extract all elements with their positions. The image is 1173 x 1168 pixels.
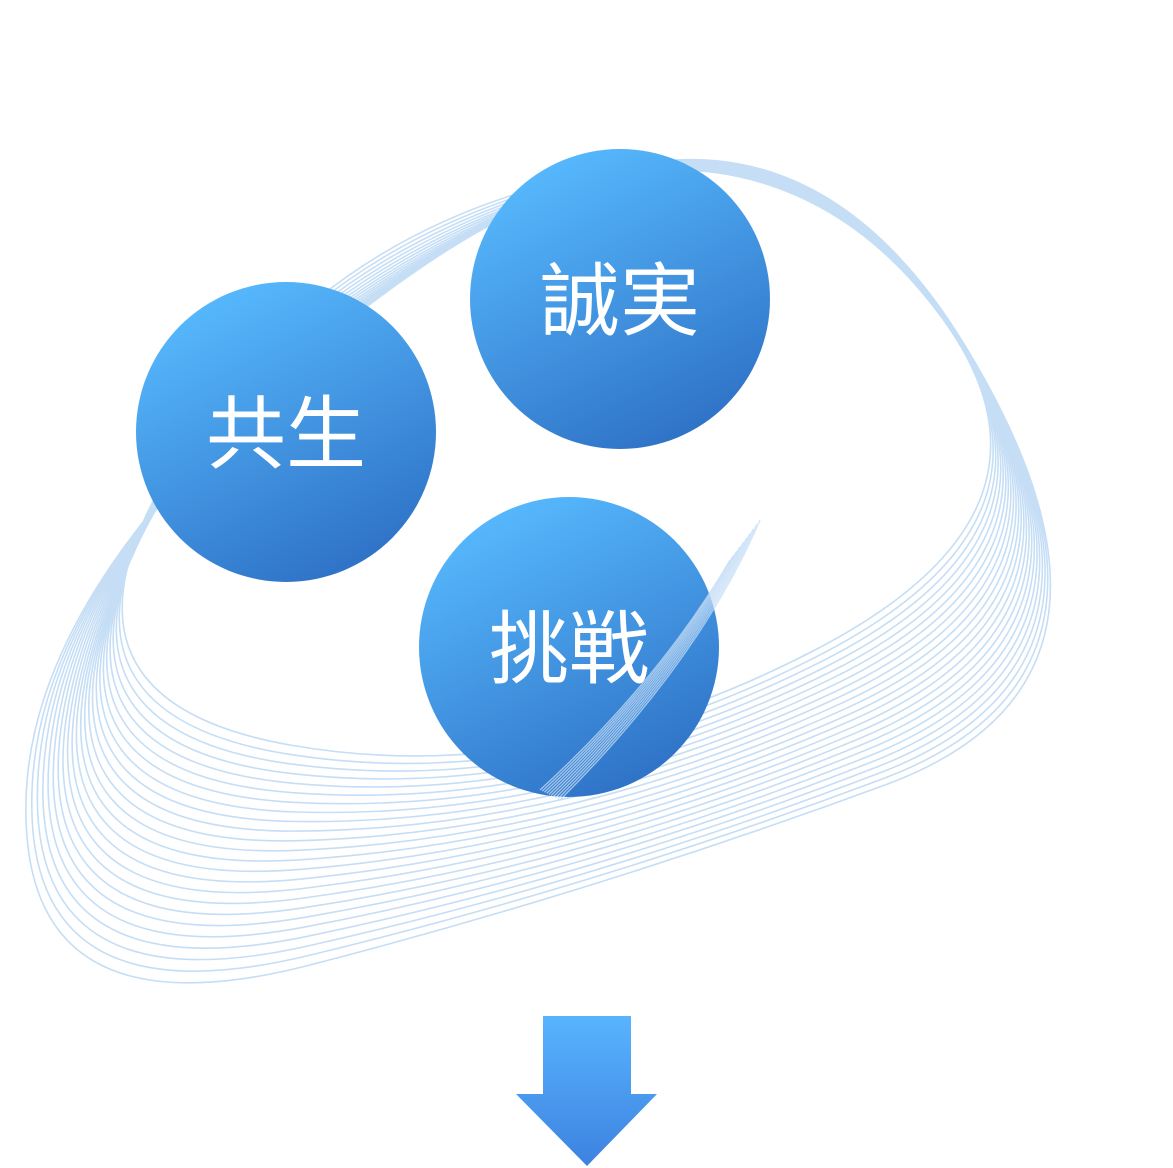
circle-seijitsu-shape bbox=[470, 149, 770, 449]
wave-line bbox=[25, 158, 1052, 984]
wave-line-front bbox=[546, 546, 741, 794]
wave-line-front bbox=[548, 541, 744, 795]
arrow-down-shape bbox=[516, 1016, 657, 1166]
circle-kyosei-label: 共生 bbox=[206, 388, 366, 481]
wave-line-front bbox=[550, 537, 748, 797]
wave-line-front bbox=[543, 550, 738, 793]
value-circle-chosen: 挑戦 bbox=[419, 497, 719, 797]
wave-line-front bbox=[539, 559, 731, 791]
value-circle-kyosei: 共生 bbox=[136, 282, 436, 582]
wave-line-front bbox=[552, 533, 751, 798]
circle-seijitsu-label: 誠実 bbox=[540, 255, 700, 348]
arrow-down-icon bbox=[516, 1016, 657, 1166]
wave-line-front bbox=[555, 528, 754, 799]
circle-chosen-label: 挑戦 bbox=[489, 603, 649, 696]
wave-line-front bbox=[559, 519, 761, 801]
wave-lines-front bbox=[539, 519, 761, 801]
circle-kyosei-shape bbox=[136, 282, 436, 582]
value-circle-seijitsu: 誠実 bbox=[470, 149, 770, 449]
wave-lines-back bbox=[25, 158, 1052, 984]
wave-line-front bbox=[557, 524, 758, 800]
circle-chosen-shape bbox=[419, 497, 719, 797]
wave-line-front bbox=[541, 555, 734, 792]
